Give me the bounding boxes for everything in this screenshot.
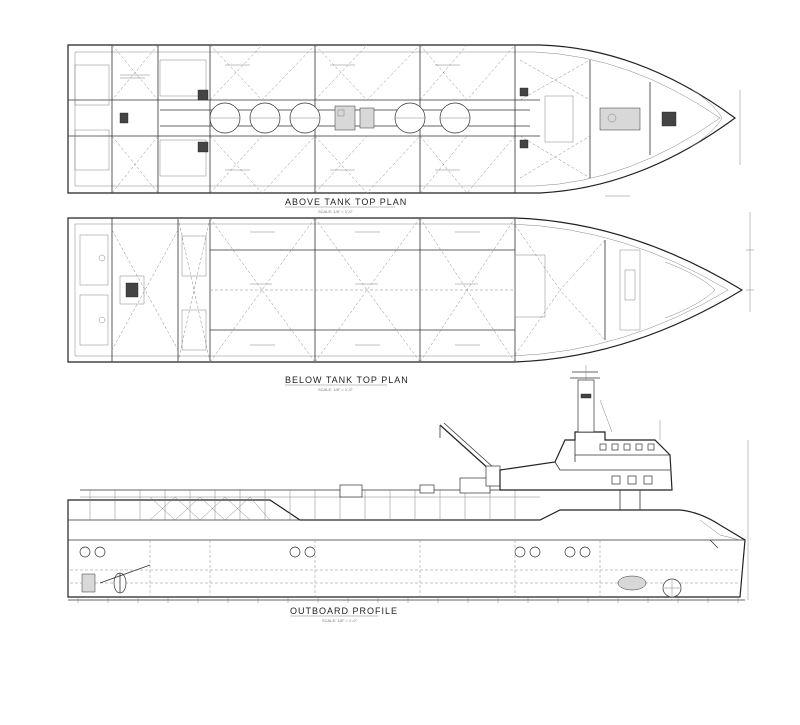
view-title-above: ABOVE TANK TOP PLAN [285,197,407,207]
view-scale-above: SCALE: 1/8" = 1'-0" [318,209,353,214]
above-tank-top-plan [67,44,741,197]
hull-outline-above [67,44,737,194]
view-title-profile: OUTBOARD PROFILE [290,606,398,616]
view-title-below: BELOW TANK TOP PLAN [285,375,409,385]
cylindrical-tank-icon [209,102,471,134]
outboard-profile [67,365,749,603]
view-scale-below: SCALE: 1/8" = 1'-0" [318,387,353,392]
rudder-icon [81,573,96,593]
mast-icon [570,365,613,433]
view-scale-profile: SCALE: 1/8" = 1'-0" [322,618,357,623]
crane-icon [439,422,501,487]
hull-outline-below [67,217,744,363]
below-tank-top-plan [67,212,754,363]
propeller-icon [113,572,127,594]
